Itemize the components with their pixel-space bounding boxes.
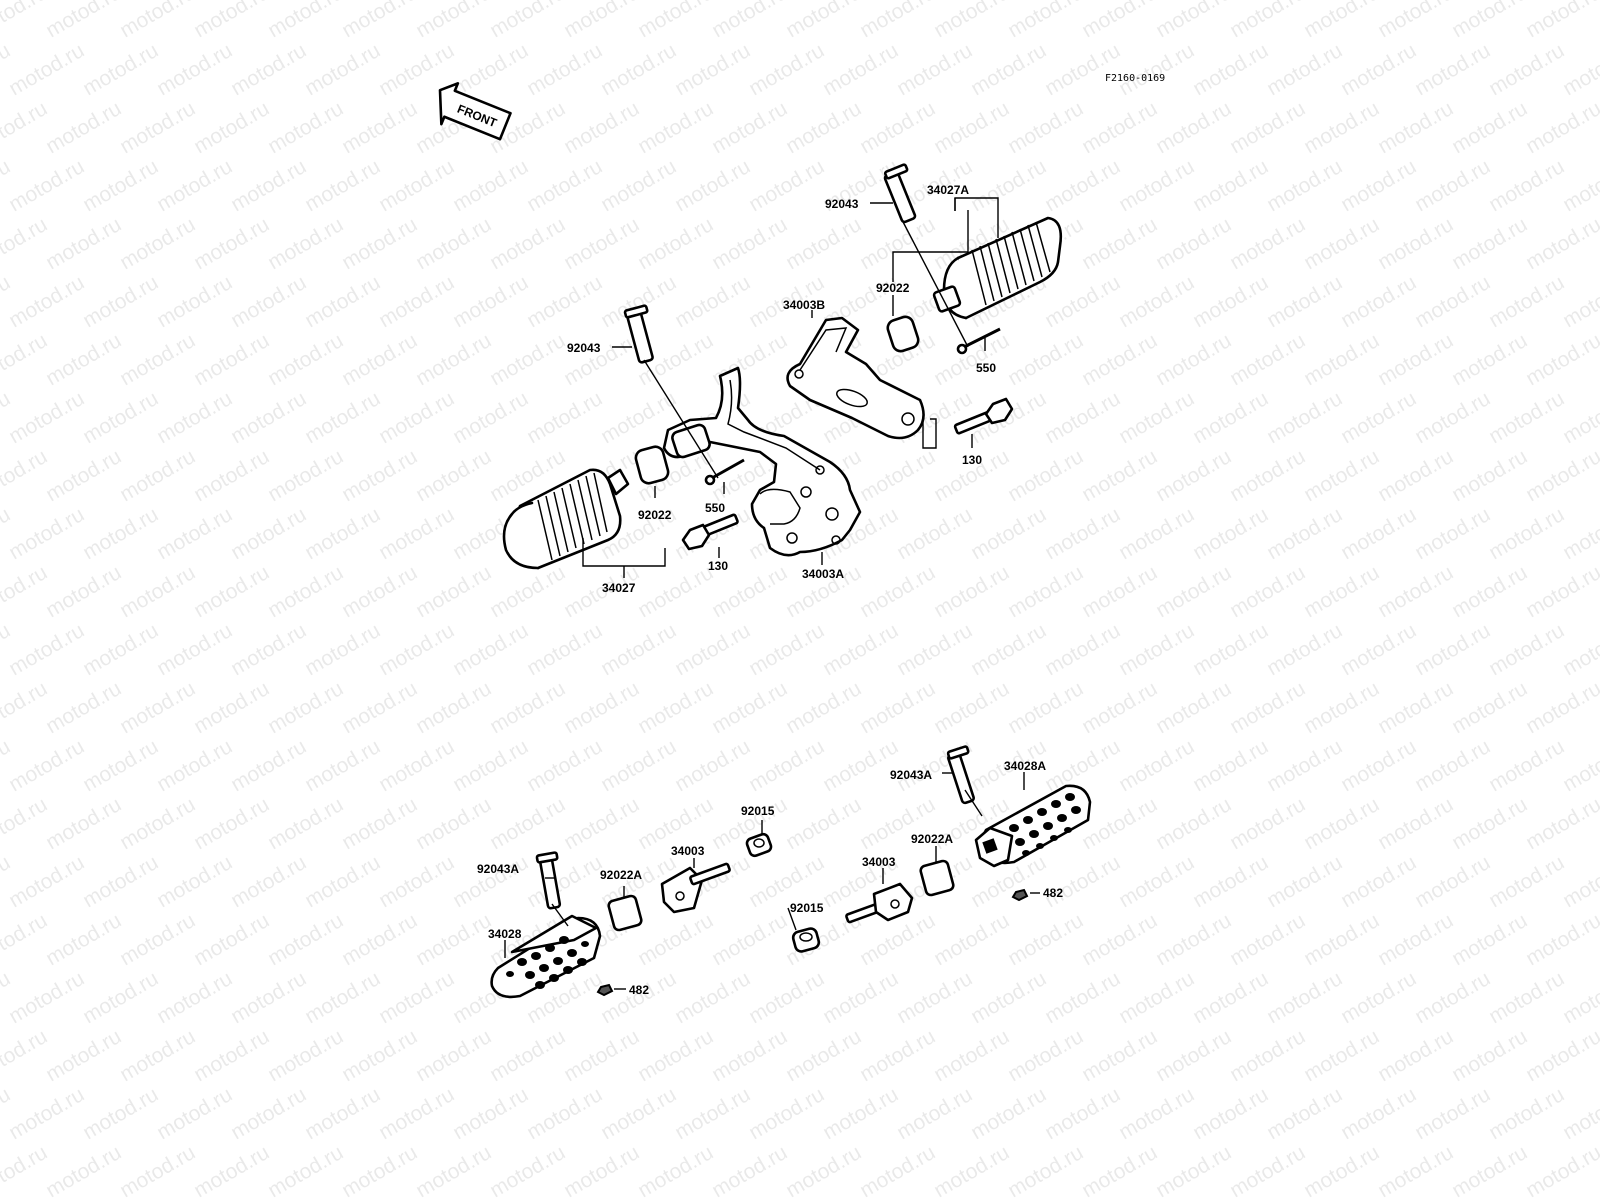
label-92022-top-right: 92022 <box>876 281 910 295</box>
nut-92015-lower <box>791 927 821 953</box>
label-34003-left: 34003 <box>671 844 705 858</box>
label-34027: 34027 <box>602 581 636 595</box>
footpeg-34027a <box>932 216 1063 320</box>
spring-92022a-right <box>919 859 955 897</box>
washer-482-right <box>1011 888 1029 902</box>
label-92043-top-right: 92043 <box>825 197 859 211</box>
label-34028: 34028 <box>488 927 522 941</box>
washer-482-left <box>596 983 614 997</box>
spring-92022-right <box>886 315 920 353</box>
label-92043-left: 92043 <box>567 341 601 355</box>
label-34027a: 34027A <box>927 183 969 197</box>
label-92015-lower: 92015 <box>790 901 824 915</box>
label-482-left: 482 <box>629 983 649 997</box>
label-34003a: 34003A <box>802 567 844 581</box>
label-92015-right-top: 92015 <box>741 804 775 818</box>
label-92022a-left: 92022A <box>600 868 642 882</box>
footpeg-34027 <box>502 468 630 570</box>
footpeg-34028a <box>974 784 1092 868</box>
label-130-right: 130 <box>962 453 982 467</box>
label-482-right: 482 <box>1043 886 1063 900</box>
label-34003-right: 34003 <box>862 855 896 869</box>
leader-lines <box>504 197 1040 990</box>
bolt-130-right <box>953 397 1014 435</box>
bracket-34003-right <box>845 882 914 924</box>
clevis-pin-92043-left <box>623 304 654 364</box>
spring-92022a-left <box>607 894 643 932</box>
diagram-code: F2160-0169 <box>1105 73 1165 84</box>
label-92022-left: 92022 <box>638 508 672 522</box>
front-arrow-icon: FRONT <box>438 82 512 141</box>
clevis-pin-92043a-right <box>946 745 975 805</box>
label-34003b: 34003B <box>783 298 825 312</box>
footpeg-34028 <box>490 914 602 999</box>
cotter-pin-550-mid <box>704 458 745 486</box>
clevis-pin-92043a-left <box>535 851 562 910</box>
label-550-right: 550 <box>976 361 996 375</box>
bracket-34003-left <box>660 862 731 914</box>
label-92043a-right: 92043A <box>890 768 932 782</box>
spring-92022-left <box>634 445 670 485</box>
label-92043a-left: 92043A <box>477 862 519 876</box>
bolt-130-left <box>681 513 739 551</box>
clevis-pin-92043-right <box>883 163 917 224</box>
label-550-mid: 550 <box>705 501 725 515</box>
label-34028a: 34028A <box>1004 759 1046 773</box>
label-92022a-right: 92022A <box>911 832 953 846</box>
bracket-34003b <box>786 316 925 440</box>
nut-92015-right-top <box>745 832 773 858</box>
label-130-left: 130 <box>708 559 728 573</box>
cotter-pin-550-right <box>956 327 1001 355</box>
part-labels: 92043 34027A 92022 550 34003B 130 92043 … <box>477 183 1063 997</box>
